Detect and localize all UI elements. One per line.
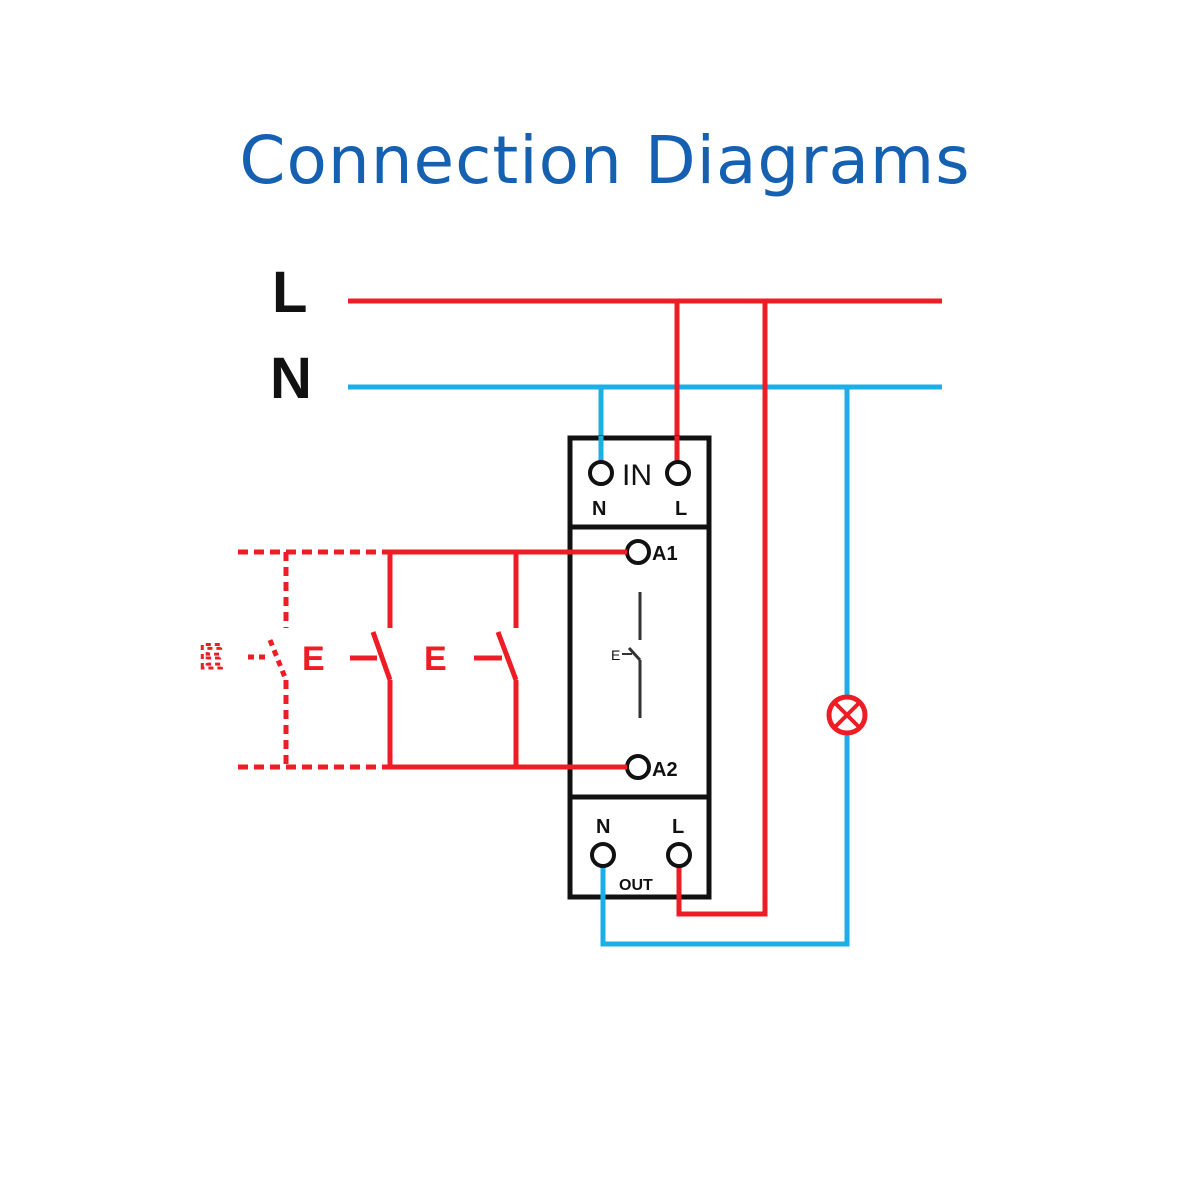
live-bus-label: L (272, 260, 307, 325)
output-live-label: L (672, 816, 684, 838)
pushbutton-switch-1: E (302, 552, 393, 767)
input-live-terminal (665, 460, 691, 486)
neutral-load-wire (600, 387, 850, 947)
switch-label-2: E (424, 640, 447, 678)
a1-terminal (625, 539, 651, 565)
internal-contact-icon: E (611, 592, 642, 718)
input-neutral-terminal (588, 460, 614, 486)
page-title: Connection Diagrams (239, 122, 971, 199)
pushbutton-switch-2: E (424, 552, 519, 767)
input-neutral-label: N (592, 498, 606, 520)
lamp-icon (826, 694, 868, 736)
internal-contact-label: E (611, 647, 620, 663)
output-neutral-label: N (596, 816, 610, 838)
pushbutton-switch-optional: E (199, 552, 289, 767)
neutral-bus-label: N (270, 346, 312, 411)
switch-label-1: E (302, 640, 325, 678)
input-label: IN (622, 459, 652, 492)
switch-label-optional: E (200, 638, 223, 676)
a2-terminal (625, 754, 651, 780)
a1-label: A1 (652, 543, 678, 565)
a2-label: A2 (652, 759, 678, 781)
relay-device: IN N L A1 A2 E N L OUT (567, 435, 712, 900)
output-live-terminal (666, 842, 692, 868)
input-live-label: L (675, 498, 687, 520)
output-label: OUT (619, 877, 653, 894)
output-neutral-terminal (590, 842, 616, 868)
